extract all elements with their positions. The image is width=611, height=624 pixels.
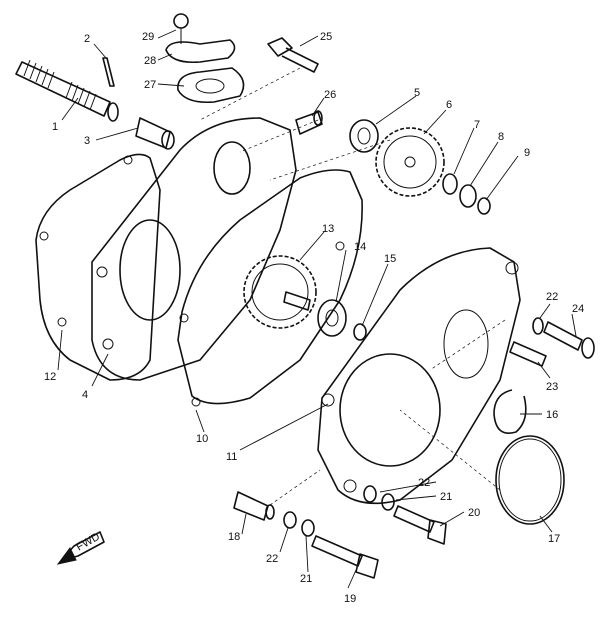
part-gasket-10	[177, 169, 363, 407]
callout-4: 4	[82, 389, 88, 401]
callout-14: 14	[354, 241, 366, 253]
part-gear-6	[375, 127, 445, 197]
part-oring-17	[495, 435, 565, 525]
callout-8: 8	[498, 131, 504, 143]
part-bolt-26	[295, 110, 323, 135]
callout-16: 16	[546, 409, 558, 421]
part-bolts-20-22	[363, 485, 447, 545]
callout-5: 5	[414, 87, 420, 99]
part-circlip-16	[493, 389, 527, 434]
callout-3: 3	[84, 135, 90, 147]
callout-6: 6	[446, 99, 452, 111]
part-bearing-5	[349, 119, 379, 153]
callout-22-a: 22	[546, 291, 558, 303]
part-bearing-14-15	[317, 299, 367, 341]
callout-11: 11	[226, 451, 237, 463]
callout-20: 20	[468, 507, 480, 519]
part-washers-7-9	[442, 173, 491, 215]
part-cover-4	[91, 117, 297, 381]
callout-26: 26	[324, 89, 336, 101]
callout-24: 24	[572, 303, 584, 315]
callout-13: 13	[322, 223, 334, 235]
callout-21-a: 21	[440, 491, 452, 503]
callout-25: 25	[320, 31, 332, 43]
callout-labels: 1 2 3 4 5 6 7 8 9 10 11 12 13 14 15 16 1…	[44, 31, 584, 605]
callout-12: 12	[44, 371, 56, 383]
callout-17: 17	[548, 533, 560, 545]
callout-28: 28	[144, 55, 156, 67]
assembly-lines	[199, 67, 506, 506]
part-collar	[135, 117, 175, 150]
callout-18: 18	[228, 531, 240, 543]
part-bolts-18-22	[233, 491, 379, 579]
callout-21-b: 21	[300, 573, 312, 585]
callout-7: 7	[474, 119, 480, 131]
callout-10: 10	[196, 433, 208, 445]
callout-19: 19	[344, 593, 356, 605]
part-worm-shaft	[15, 59, 119, 122]
callout-9: 9	[524, 147, 530, 159]
part-bolts-22-24	[509, 317, 595, 367]
callout-15: 15	[384, 253, 396, 265]
callout-2: 2	[84, 33, 90, 45]
callout-29: 29	[142, 31, 154, 43]
fwd-arrow: FWD	[56, 531, 105, 565]
part-cap-27-29	[165, 13, 245, 104]
callout-22-b: 22	[418, 477, 430, 489]
leader-lines	[57, 29, 577, 589]
callout-1: 1	[52, 121, 58, 133]
callout-22-c: 22	[266, 553, 278, 565]
part-gear-case-11	[317, 247, 521, 505]
part-gear-13	[243, 255, 317, 329]
callout-23: 23	[546, 381, 558, 393]
part-bolt-25	[267, 37, 319, 73]
callout-27: 27	[144, 79, 156, 91]
part-pin	[102, 57, 115, 87]
part-gasket-12	[35, 153, 161, 381]
